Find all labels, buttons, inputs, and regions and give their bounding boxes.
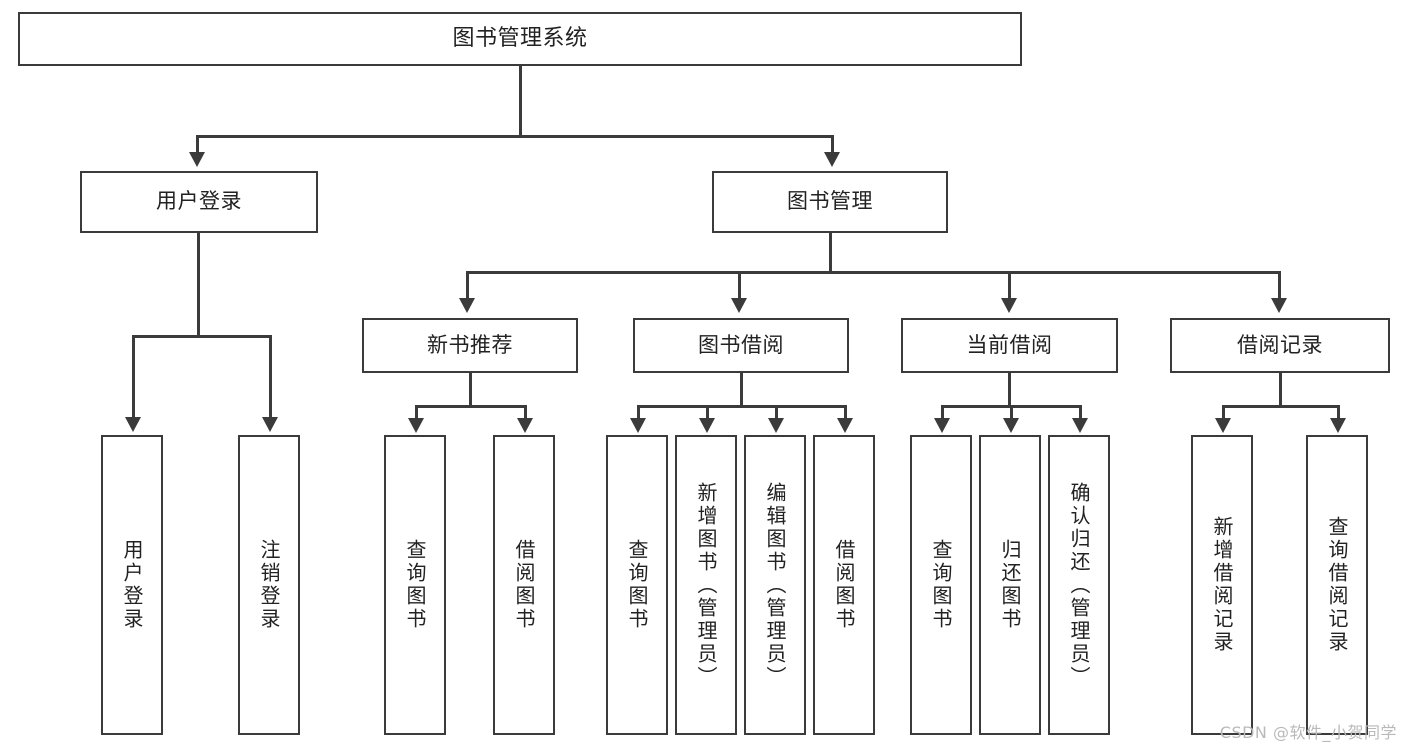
connector-book-manage-drop-3 — [1008, 271, 1011, 301]
node-label: 图书管理系统 — [452, 25, 588, 51]
connector-record-drop-1 — [1222, 405, 1225, 421]
connector-book-manage-bus — [466, 271, 1281, 274]
leaf-record-add-borrow-record[interactable]: 新增借阅记录 — [1191, 435, 1253, 735]
node-label: 新增图书（管理员） — [694, 481, 718, 689]
node-label: 查询图书 — [403, 539, 427, 631]
connector-rec-drop-2 — [524, 405, 527, 421]
node-current-borrowing[interactable]: 当前借阅 — [901, 318, 1118, 373]
connector-record-drop-2 — [1337, 405, 1340, 421]
leaf-current-return-books[interactable]: 归还图书 — [979, 435, 1041, 735]
leaf-borrow-do-borrow[interactable]: 借阅图书 — [813, 435, 875, 735]
arrow-book-manage-child3-icon — [1001, 298, 1017, 313]
arrow-current-leaf2-icon — [1003, 418, 1019, 433]
node-label: 新增借阅记录 — [1210, 516, 1234, 654]
arrow-record-leaf1-icon — [1215, 418, 1231, 433]
arrow-record-leaf2-icon — [1330, 418, 1346, 433]
connector-root-stem — [519, 66, 522, 135]
arrow-book-manage-child2-icon — [731, 298, 747, 313]
csdn-watermark: CSDN @软件_小贺同学 — [1219, 723, 1397, 742]
connector-borrow-stem — [740, 373, 743, 405]
arrow-root-to-user-login-icon — [189, 152, 205, 167]
connector-rec-stem — [469, 373, 472, 405]
connector-root-bus — [196, 135, 834, 138]
connector-user-login-bus — [132, 335, 271, 338]
leaf-rec-query-books[interactable]: 查询图书 — [384, 435, 446, 735]
node-label: 借阅图书 — [512, 539, 536, 631]
node-label: 图书借阅 — [698, 332, 784, 357]
node-label: 用户登录 — [156, 189, 242, 214]
connector-rec-bus — [415, 405, 527, 408]
connector-rec-drop-1 — [415, 405, 418, 421]
arrow-user-login-leaf1-icon — [125, 417, 141, 432]
node-label: 当前借阅 — [966, 332, 1053, 357]
leaf-borrow-query-books[interactable]: 查询图书 — [606, 435, 668, 735]
connector-current-stem — [1008, 373, 1011, 405]
leaf-current-confirm-return-admin[interactable]: 确认归还（管理员） — [1048, 435, 1110, 735]
arrow-rec-leaf2-icon — [517, 418, 533, 433]
connector-user-login-drop-2 — [269, 335, 272, 420]
node-label: 用户登录 — [120, 539, 144, 631]
node-borrow-records[interactable]: 借阅记录 — [1170, 318, 1390, 373]
connector-book-manage-drop-2 — [738, 271, 741, 301]
leaf-rec-borrow-books[interactable]: 借阅图书 — [493, 435, 555, 735]
node-label: 查询借阅记录 — [1325, 516, 1349, 654]
leaf-logout[interactable]: 注销登录 — [238, 435, 300, 735]
arrow-book-manage-child4-icon — [1271, 298, 1287, 313]
connector-root-to-book-manage — [831, 135, 834, 155]
connector-borrow-drop-3 — [775, 405, 778, 421]
node-label: 借阅图书 — [832, 539, 856, 631]
connector-current-drop-2 — [1010, 405, 1013, 421]
connector-root-to-user-login — [196, 135, 199, 155]
node-label: 查询图书 — [625, 539, 649, 631]
arrow-root-to-book-manage-icon — [824, 152, 840, 167]
node-root-book-management-system[interactable]: 图书管理系统 — [18, 12, 1022, 66]
node-label: 归还图书 — [998, 539, 1022, 631]
node-label: 新书推荐 — [427, 332, 513, 357]
connector-borrow-bus — [637, 405, 846, 408]
node-label: 图书管理 — [787, 189, 873, 214]
node-label: 编辑图书（管理员） — [763, 481, 787, 689]
arrow-borrow-leaf3-icon — [768, 418, 784, 433]
leaf-record-query-borrow-record[interactable]: 查询借阅记录 — [1306, 435, 1368, 735]
connector-book-manage-drop-1 — [466, 271, 469, 301]
arrow-user-login-leaf2-icon — [262, 417, 278, 432]
connector-record-stem — [1279, 373, 1282, 405]
leaf-current-query-books[interactable]: 查询图书 — [910, 435, 972, 735]
arrow-rec-leaf1-icon — [408, 418, 424, 433]
connector-current-drop-3 — [1079, 405, 1082, 421]
node-label: 注销登录 — [257, 539, 281, 631]
node-book-management[interactable]: 图书管理 — [712, 171, 948, 233]
node-label: 查询图书 — [929, 539, 953, 631]
connector-user-login-drop-1 — [132, 335, 135, 420]
arrow-current-leaf1-icon — [934, 418, 950, 433]
node-book-borrowing[interactable]: 图书借阅 — [633, 318, 849, 373]
arrow-book-manage-child1-icon — [459, 298, 475, 313]
arrow-borrow-leaf1-icon — [630, 418, 646, 433]
connector-borrow-drop-1 — [637, 405, 640, 421]
arrow-borrow-leaf4-icon — [837, 418, 853, 433]
node-label: 借阅记录 — [1237, 332, 1323, 357]
arrow-current-leaf3-icon — [1072, 418, 1088, 433]
node-new-book-recommendation[interactable]: 新书推荐 — [362, 318, 578, 373]
connector-borrow-drop-2 — [706, 405, 709, 421]
connector-record-bus — [1222, 405, 1339, 408]
connector-borrow-drop-4 — [844, 405, 847, 421]
connector-book-manage-stem — [829, 233, 832, 271]
leaf-user-login[interactable]: 用户登录 — [101, 435, 163, 735]
connector-current-drop-1 — [941, 405, 944, 421]
node-label: 确认归还（管理员） — [1067, 481, 1091, 689]
connector-book-manage-drop-4 — [1278, 271, 1281, 301]
node-user-login[interactable]: 用户登录 — [80, 171, 318, 233]
arrow-borrow-leaf2-icon — [699, 418, 715, 433]
connector-user-login-stem — [197, 233, 200, 335]
leaf-borrow-add-book-admin[interactable]: 新增图书（管理员） — [675, 435, 737, 735]
leaf-borrow-edit-book-admin[interactable]: 编辑图书（管理员） — [744, 435, 806, 735]
